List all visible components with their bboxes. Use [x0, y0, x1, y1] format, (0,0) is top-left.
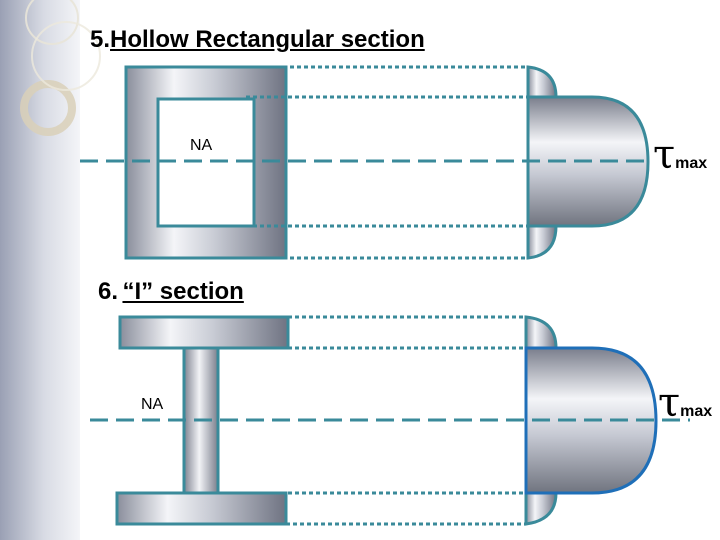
section-6-title: 6. “I” section: [98, 278, 244, 306]
decorative-sidebar: [0, 0, 101, 540]
section-5-number: 5.: [90, 26, 111, 53]
neutral-axis-label: NA: [141, 396, 164, 413]
tau-symbol: τ: [658, 380, 681, 426]
tau-subscript: max: [680, 403, 713, 420]
i-section-projection-lines: [218, 315, 526, 526]
tau-max-label: τmax: [658, 380, 712, 426]
neutral-axis-label: NA: [190, 137, 213, 154]
tau-subscript: max: [675, 155, 708, 172]
section-6-number: 6.: [98, 278, 119, 305]
tau-symbol: τ: [653, 132, 676, 178]
section-5-title-text: Hollow Rectangular section: [110, 26, 425, 53]
tau-max-label: τmax: [653, 132, 707, 178]
hollow-section-projection-lines: [206, 65, 528, 260]
section-5-title: 5.Hollow Rectangular section: [90, 26, 425, 54]
section-6-title-text: “I” section: [122, 278, 244, 305]
